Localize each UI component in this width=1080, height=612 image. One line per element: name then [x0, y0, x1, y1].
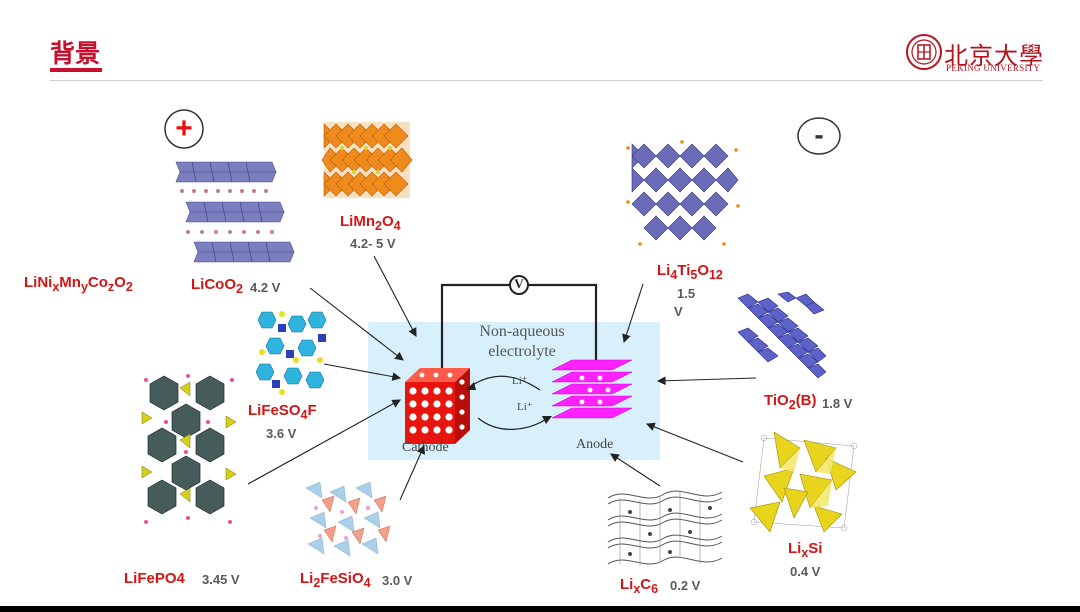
negative-electrode-circle — [797, 117, 841, 155]
lifepo4-voltage: 3.45 V — [202, 572, 240, 587]
ion-label-top: Li⁺ — [512, 375, 528, 387]
positive-sign: + — [175, 112, 193, 145]
licoo2-crystal-structure — [175, 161, 295, 263]
li4ti5o12-crystal-structure — [626, 140, 740, 246]
bottom-border — [0, 606, 1080, 612]
peking-university-seal-icon — [906, 34, 942, 70]
ion-label-bottom: Li⁺ — [517, 401, 533, 413]
electrolyte-label-line1: Non-aqueous — [479, 323, 565, 340]
logo-chinese-name: 北京大學 — [944, 42, 1044, 70]
li2fesio4-crystal-structure — [305, 481, 391, 557]
cathode-cube — [405, 368, 470, 444]
tio2b-label: TiO2(B) — [764, 392, 817, 412]
li2fesio4-voltage: 3.0 V — [382, 573, 413, 588]
lixsi-label: LixSi — [788, 540, 823, 560]
voltmeter-icon — [509, 275, 529, 295]
logo-english-name: PEKING UNIVERSITY — [946, 63, 1041, 73]
lifeso4f-crystal-structure — [256, 311, 327, 395]
cathode-label: Cathode — [402, 440, 449, 455]
li4ti5o12-label: Li4Ti5O12 — [657, 262, 723, 282]
battery-cell-diagram — [368, 275, 660, 460]
slide-title: 背景 — [50, 39, 101, 68]
anode-layers — [551, 359, 633, 419]
title-underline — [50, 68, 102, 72]
licoo2-label: LiCoO2 — [191, 276, 243, 296]
linixmnycozo2-label: LiNixMnyCozO2 — [24, 274, 133, 294]
positive-electrode-circle — [164, 109, 204, 149]
lifeso4f-label: LiFeSO4F — [248, 402, 317, 422]
electrolyte-label-line2: electrolyte — [488, 343, 556, 360]
licoo2-voltage: 4.2 V — [250, 280, 281, 295]
li2fesio4-label: Li2FeSiO4 — [300, 570, 371, 590]
lixsi-voltage: 0.4 V — [790, 564, 821, 579]
lifeso4f-voltage: 3.6 V — [266, 426, 297, 441]
limn2o4-label: LiMn2O4 — [340, 213, 401, 233]
limn2o4-crystal-structure — [321, 122, 413, 198]
tio2b-voltage: 1.8 V — [822, 396, 853, 411]
tio2b-crystal-structure — [737, 292, 827, 379]
lixc6-voltage: 0.2 V — [670, 578, 701, 593]
ion-path-bottom — [477, 417, 549, 430]
lifepo4-label: LiFePO4 — [124, 570, 185, 587]
lifepo4-crystal-structure — [141, 374, 237, 524]
voltmeter-symbol: V — [514, 276, 524, 291]
li4ti5o12-voltage-value: 1.5 — [677, 286, 696, 301]
lixsi-crystal-structure — [749, 431, 858, 533]
header-divider — [50, 80, 1043, 81]
li4ti5o12-voltage-unit: V — [674, 304, 683, 319]
lixc6-crystal-structure — [607, 490, 723, 566]
lixc6-label: LixC6 — [620, 576, 659, 596]
negative-sign: - — [814, 119, 824, 150]
limn2o4-voltage: 4.2- 5 V — [350, 236, 396, 251]
anode-label: Anode — [576, 437, 614, 452]
